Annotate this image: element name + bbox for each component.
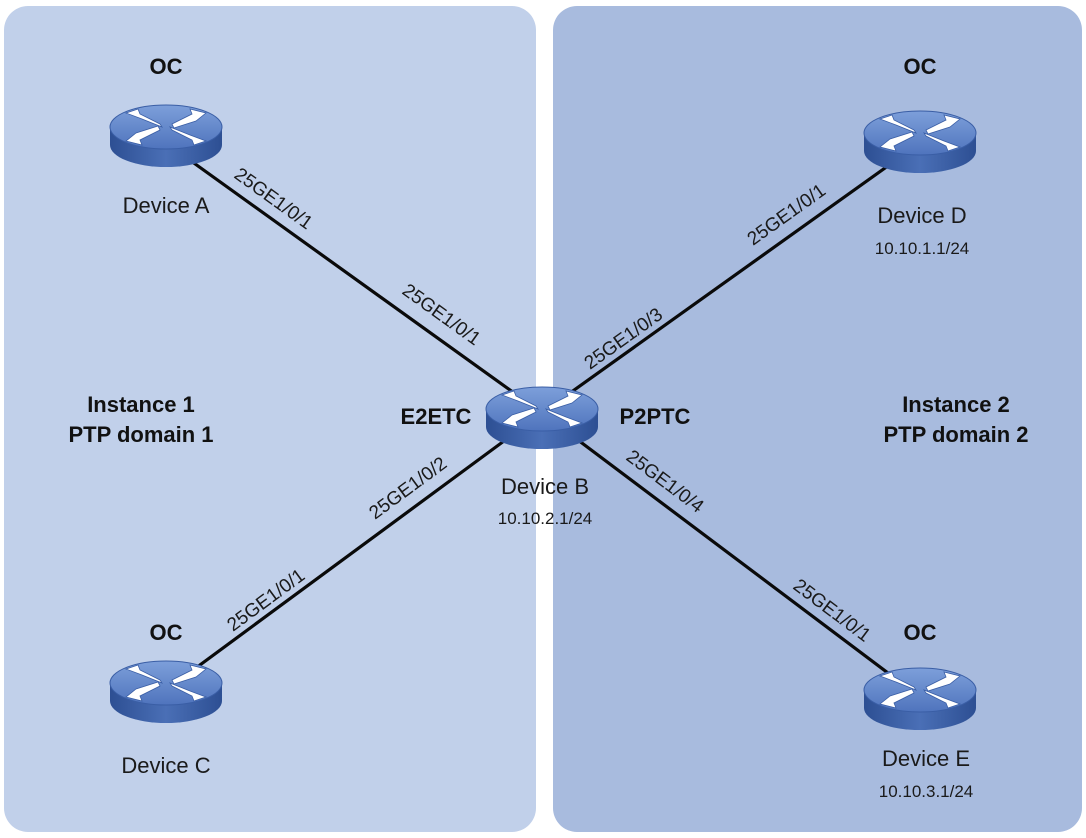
region-left-subtitle: PTP domain 1 bbox=[68, 422, 213, 447]
link-a-b bbox=[164, 141, 544, 415]
link-c-b bbox=[164, 411, 544, 692]
device-a-role: OC bbox=[150, 54, 183, 79]
port-label-b-3: 25GE1/0/3 bbox=[581, 304, 667, 374]
device-b-ip: 10.10.2.1/24 bbox=[498, 509, 593, 528]
device-d-name: Device D bbox=[877, 203, 966, 228]
device-b[interactable]: E2ETC P2PTC Device B 10.10.2.1/24 bbox=[401, 386, 691, 528]
device-e[interactable]: OC Device E 10.10.3.1/24 bbox=[863, 620, 977, 801]
device-b-name: Device B bbox=[501, 474, 589, 499]
region-left-title: Instance 1 bbox=[87, 392, 195, 417]
device-a-name: Device A bbox=[123, 193, 210, 218]
device-a[interactable]: OC Device A bbox=[109, 54, 223, 218]
instance-2-region bbox=[553, 6, 1082, 832]
port-label-e: 25GE1/0/1 bbox=[789, 575, 874, 646]
link-d-b bbox=[540, 141, 922, 415]
device-d[interactable]: OC Device D 10.10.1.1/24 bbox=[863, 54, 977, 258]
router-icon bbox=[109, 104, 223, 168]
device-d-role: OC bbox=[904, 54, 937, 79]
port-label-c: 25GE1/0/1 bbox=[224, 565, 310, 636]
device-e-role: OC bbox=[904, 620, 937, 645]
device-c[interactable]: OC Device C bbox=[109, 620, 223, 778]
link-e-b bbox=[540, 411, 922, 699]
device-c-role: OC bbox=[150, 620, 183, 645]
device-d-ip: 10.10.1.1/24 bbox=[875, 239, 970, 258]
router-icon bbox=[109, 660, 223, 724]
router-icon bbox=[863, 110, 977, 174]
device-e-ip: 10.10.3.1/24 bbox=[879, 782, 974, 801]
device-b-role-right: P2PTC bbox=[620, 404, 691, 429]
region-right-title: Instance 2 bbox=[902, 392, 1010, 417]
device-b-role-left: E2ETC bbox=[401, 404, 472, 429]
region-right-subtitle: PTP domain 2 bbox=[883, 422, 1028, 447]
instance-1-region bbox=[4, 6, 536, 832]
device-e-name: Device E bbox=[882, 746, 970, 771]
router-icon bbox=[485, 386, 599, 450]
device-c-name: Device C bbox=[121, 753, 210, 778]
router-icon bbox=[863, 667, 977, 731]
